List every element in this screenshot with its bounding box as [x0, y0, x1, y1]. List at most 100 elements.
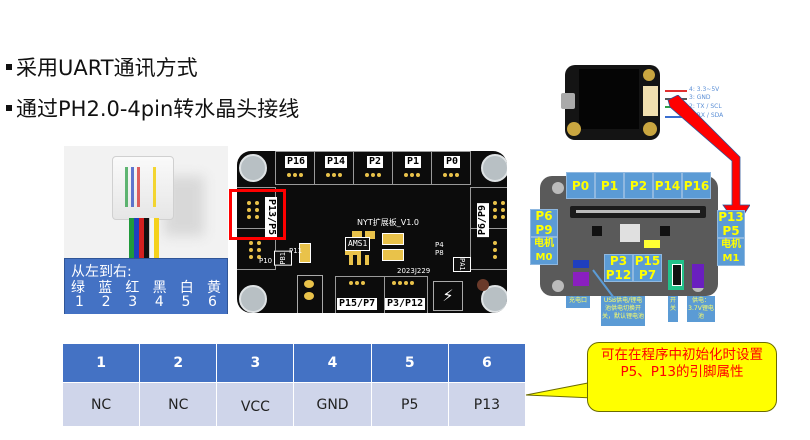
pcb-label: P3/P12: [385, 298, 426, 310]
wire-color-label: 黑: [152, 280, 167, 296]
value-cell: GND: [293, 382, 372, 427]
table-row: NC NC VCC GND P5 P13: [61, 382, 527, 427]
value-cell: VCC: [216, 382, 295, 427]
power-switch-icon: [668, 260, 684, 290]
wire-number: 6: [208, 294, 217, 310]
wire-color-label: 红: [125, 280, 140, 296]
sensor-module-photo: [561, 65, 660, 140]
header-cell: 6: [447, 343, 527, 383]
bullet-text: 通过PH2.0-4pin转水晶头接线: [16, 97, 300, 121]
value-cell: NC: [61, 382, 141, 427]
battery-connector-icon: [692, 264, 704, 288]
ph-connector-icon: [643, 86, 658, 116]
board-port-p2: P2: [624, 172, 653, 199]
silk-label: P4: [435, 241, 444, 249]
caption-power-select: USB供电/锂电池供电切换开关，默认锂电池: [601, 296, 645, 326]
wire-white: [149, 218, 155, 268]
silk-label: P10: [259, 257, 273, 265]
silk-label: P11: [289, 247, 303, 255]
table-header-row: 1 2 3 4 5 6: [61, 343, 527, 383]
bullet-square-icon: [6, 64, 12, 70]
header-cell: 4: [293, 343, 372, 383]
module-pin-label: 2: TX / SCL: [689, 103, 722, 110]
mount-hole-icon: [239, 285, 267, 313]
board-port-p15-p7: P15 P7: [633, 254, 662, 282]
pointer-arrow-icon: [592, 269, 615, 299]
header-cell: 5: [370, 343, 449, 383]
wire-green: [129, 218, 134, 268]
mount-hole-icon: [552, 280, 564, 292]
lightning-icon: ⚡: [433, 281, 463, 311]
value-cell: P5: [370, 382, 449, 427]
chip-label: PA1: [453, 257, 471, 272]
header-cell: 2: [139, 343, 218, 383]
bullet-square-icon: [6, 105, 12, 111]
rj-plug-icon: [112, 156, 174, 220]
caption-switch: 开关: [668, 296, 678, 322]
mount-hole-icon: [481, 154, 507, 182]
chip-label: AMS1: [345, 237, 371, 251]
pcb-label: P14: [325, 156, 348, 168]
highlight-box-p13-p5: [229, 189, 286, 240]
callout-pointer: [525, 381, 594, 399]
power-header: [297, 275, 323, 313]
board-port-p3-p12: P3 P12: [604, 254, 633, 282]
wire-number: 3: [128, 294, 138, 310]
charge-port-icon: [573, 272, 589, 286]
board-name: NYT扩展板_V1.0: [357, 218, 419, 227]
callout-note: 可在在程序中初始化时设置P5、P13的引脚属性: [587, 342, 777, 412]
pcb-label: P6/P9: [477, 203, 489, 238]
module-pin-label: 4: 3.3~5V: [689, 86, 720, 93]
rj-connector-photo: 从左到右: 绿 蓝 红 黑 白 黄 1 2 3 4 5 6: [64, 146, 228, 314]
value-cell: P13: [447, 382, 527, 427]
pcb-board-photo: P16 P14 P2 P1 P0 P13/P5 P6/P9 NYT扩展板_V1.…: [237, 151, 507, 313]
wire-yellow: [154, 218, 159, 268]
button-icon: [643, 69, 655, 81]
pcb-label: P16: [285, 156, 308, 168]
mount-hole-icon: [239, 154, 267, 182]
mount-hole-icon: [552, 182, 564, 194]
usb-c-port-icon: [561, 93, 575, 109]
date-code: 2023J229: [397, 267, 431, 275]
wire-number: 2: [101, 294, 111, 310]
board-port-p6-p9: P6 P9: [530, 209, 558, 237]
wire-color-label: 白: [179, 280, 194, 296]
wire-blue: [134, 218, 139, 268]
wire-color-label: 绿: [71, 280, 85, 296]
pin-mapping-table: 1 2 3 4 5 6 NC NC VCC GND P5 P13: [61, 343, 527, 427]
wire-color-label: 蓝: [98, 280, 113, 296]
board-port-motor-m1: 电机 M1: [717, 238, 745, 266]
caption-battery: 供电：3.7V锂电池: [687, 296, 715, 322]
board-port-p0: P0: [566, 172, 595, 199]
dip-switch-icon: [573, 260, 589, 268]
bullet-text: 采用UART通讯方式: [16, 56, 198, 80]
module-pin-label: 3: GND: [689, 94, 711, 101]
module-pin-label: 1: RX / SDA: [689, 112, 724, 119]
wire-order-caption: 从左到右: 绿 蓝 红 黑 白 黄 1 2 3 4 5 6: [64, 258, 228, 314]
wire-colors-row: 绿 蓝 红 黑 白 黄: [71, 277, 221, 297]
pcb-label: P0: [444, 156, 461, 168]
pcb-label: P15/P7: [337, 298, 378, 310]
pcb-label: P13/P5: [265, 197, 277, 238]
board-port-motor-m0: 电机 M0: [530, 237, 558, 265]
caption-title: 从左到右:: [71, 264, 132, 280]
board-port-p16: P16: [682, 172, 711, 199]
led-icon: [477, 279, 489, 291]
board-port-p1: P1: [595, 172, 624, 199]
pcb-label: P1: [405, 156, 422, 168]
header-cell: 3: [216, 343, 295, 383]
wire-number: 5: [181, 294, 191, 310]
bullet-uart: 采用UART通讯方式: [6, 56, 198, 80]
pcb-port-left-lower: [237, 228, 276, 270]
caption-charge-port: 充电口: [566, 296, 590, 308]
wire-color-label: 黄: [206, 280, 221, 296]
pcb-port-p3-p12: [384, 276, 428, 313]
edge-connector-slot: [570, 206, 706, 218]
wire-number: 4: [154, 294, 164, 310]
pcb-port-p0: [431, 151, 471, 185]
wire-numbers-row: 1 2 3 4 5 6: [71, 294, 221, 310]
wire-number: 1: [75, 294, 84, 310]
bullet-wiring: 通过PH2.0-4pin转水晶头接线: [6, 97, 299, 121]
wire-red: [139, 218, 144, 268]
board-port-p14: P14: [653, 172, 682, 199]
